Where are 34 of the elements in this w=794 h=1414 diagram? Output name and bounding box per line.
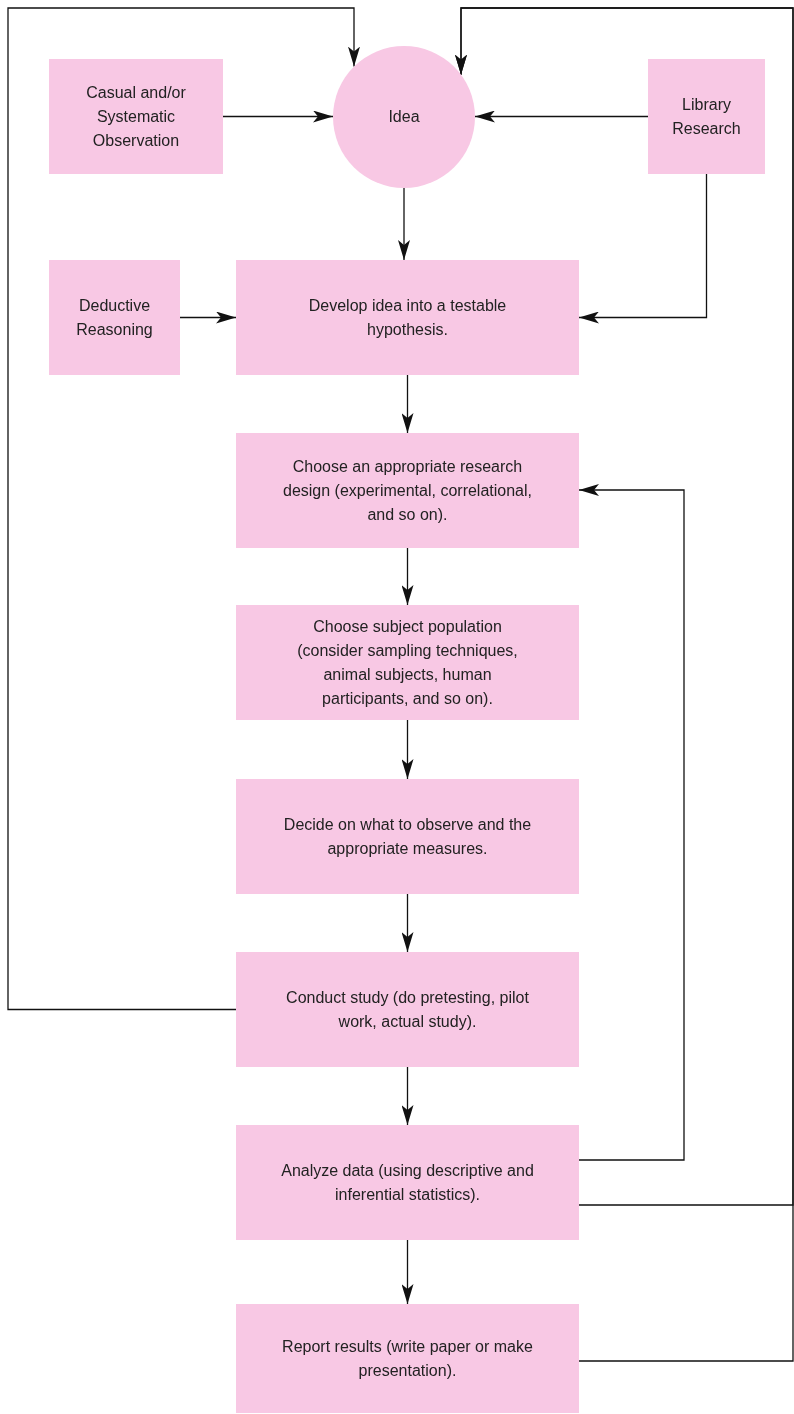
arrow	[401, 893, 414, 953]
process-box	[236, 260, 579, 375]
process-box	[49, 59, 223, 174]
node-label: Report results (write paper or make presentation).	[281, 1336, 534, 1381]
arrow	[474, 110, 649, 123]
arrow	[401, 547, 414, 606]
arrow	[222, 110, 334, 123]
node-label: Library Research	[671, 94, 742, 139]
arrow	[578, 173, 708, 324]
arrow	[578, 484, 685, 1161]
node-label: Choose subject population (consider sampling techniques, animal subjects, human participants, and so on).	[296, 616, 519, 709]
node-label: Choose an appropriate research design (experimental, correlational, and so on).	[282, 456, 533, 525]
node-label: Conduct study (do pretesting, pilot work, actual study).	[285, 987, 530, 1032]
process-box	[236, 605, 579, 720]
process-box	[236, 779, 579, 894]
arrow	[179, 311, 237, 324]
arrow	[401, 1066, 414, 1126]
node-label: Idea	[388, 107, 420, 127]
process-box	[648, 59, 765, 174]
arrow	[401, 719, 414, 780]
node-label: Decide on what to observe and the appropriate measures.	[282, 814, 533, 859]
process-box	[236, 1304, 579, 1413]
arrow	[398, 187, 410, 261]
node-label: Casual and/or Systematic Observation	[85, 82, 187, 151]
process-box	[236, 1125, 579, 1240]
process-box	[236, 433, 579, 548]
node-label: Deductive Reasoning	[75, 295, 154, 340]
process-box	[236, 952, 579, 1067]
arrow	[7, 7, 360, 1011]
arrow	[401, 374, 414, 434]
process-box	[49, 260, 180, 375]
node-label: Develop idea into a testable hypothesis.	[307, 295, 508, 340]
arrow	[401, 1239, 414, 1305]
node-label: Analyze data (using descriptive and inferential statistics).	[280, 1160, 535, 1205]
